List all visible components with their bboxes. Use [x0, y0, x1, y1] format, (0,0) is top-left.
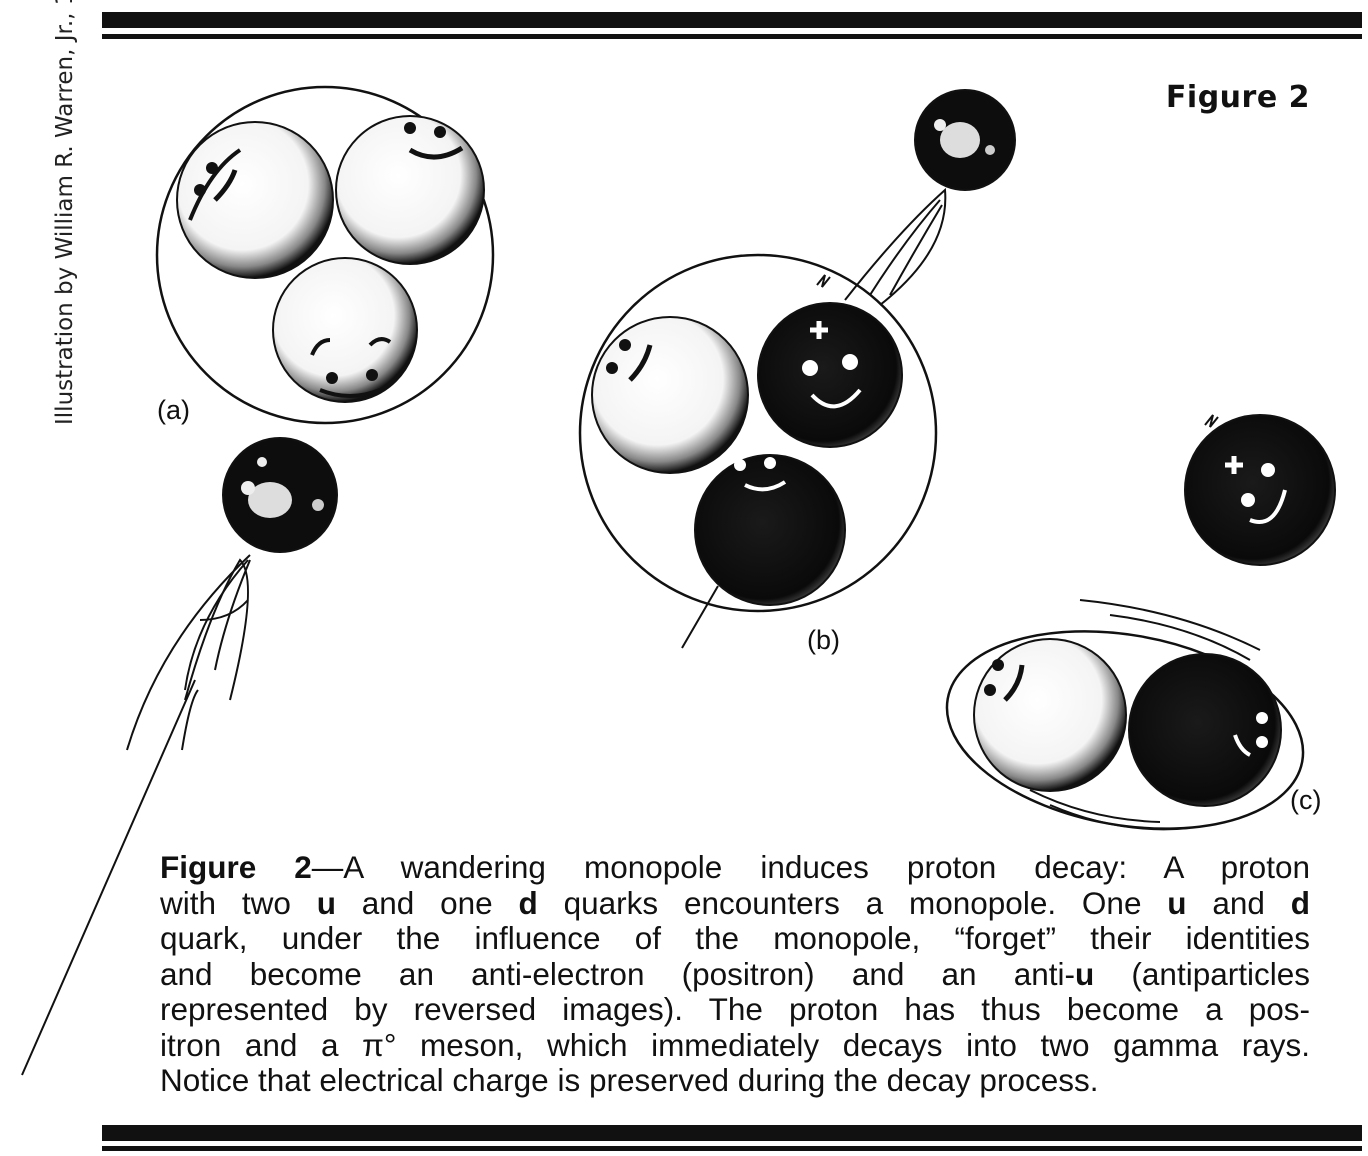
- up-quark-b: [591, 316, 749, 474]
- caption-line: with two u and one d quarks encounters a…: [160, 884, 1311, 922]
- figure-caption: Figure 2—A wandering monopole induces pr…: [160, 849, 1311, 1099]
- anti-up-quark-c: [1128, 653, 1282, 807]
- caption-line: and become an anti-electron (positron) a…: [160, 955, 1310, 993]
- caption-line: quark, under the influence of the monopo…: [160, 920, 1310, 957]
- panel-b-proton: [578, 253, 938, 649]
- caption-line: represented by reversed images). The pro…: [160, 991, 1310, 1028]
- caption-line: itron and a π° meson, which immediately …: [160, 1026, 1310, 1064]
- caption-text: and one: [335, 884, 519, 921]
- caption-text: Notice that electrical charge is preserv…: [160, 1062, 1099, 1098]
- panel-label-a: (a): [157, 395, 190, 425]
- caption-text: quarks encounters a monopole. One: [537, 884, 1168, 921]
- up-quark-2: [335, 115, 485, 265]
- caption-lead: Figure 2: [160, 849, 312, 885]
- top-rule-thick: [102, 12, 1362, 28]
- anti-up-quark-b: [694, 454, 846, 606]
- caption-text: itron and a π° meson, which immediately …: [160, 1026, 1310, 1063]
- caption-line: Figure 2—A wandering monopole induces pr…: [160, 849, 1310, 886]
- figure-title: Figure 2: [1165, 80, 1310, 115]
- monopole-a: [21, 437, 338, 1076]
- quark-symbol: u: [1075, 955, 1095, 992]
- panel-label-b: (b): [807, 625, 840, 655]
- caption-text: and become an anti-electron (positron) a…: [160, 955, 1076, 992]
- up-quark-c: [973, 638, 1127, 792]
- quark-symbol: u: [316, 884, 336, 921]
- caption-text: quark, under the influence of the monopo…: [160, 920, 1310, 956]
- panel-a-proton: [155, 85, 495, 425]
- quark-symbol: d: [518, 884, 538, 921]
- panel-label-c: (c): [1290, 785, 1322, 815]
- caption-text: —A wandering monopole induces proton dec…: [311, 849, 1310, 885]
- caption-text: with two: [160, 884, 317, 921]
- quark-symbol: d: [1290, 884, 1311, 921]
- panel-c-pion: [945, 599, 1305, 831]
- caption-text: represented by reversed images). The pro…: [160, 991, 1310, 1027]
- positron-c: [1184, 414, 1336, 566]
- down-quark: [272, 257, 418, 403]
- bottom-rule-thin: [102, 1146, 1362, 1151]
- caption-text: (antiparticles: [1094, 955, 1310, 992]
- bottom-rule-thick: [102, 1125, 1362, 1141]
- up-quark-1: [176, 121, 334, 279]
- quark-symbol: u: [1167, 884, 1187, 921]
- top-rule-thin: [102, 34, 1362, 39]
- caption-text: and: [1186, 884, 1291, 921]
- caption-line: Notice that electrical charge is preserv…: [160, 1062, 1310, 1099]
- positron-quark-b: [757, 302, 903, 448]
- monopole-b: [844, 89, 1016, 306]
